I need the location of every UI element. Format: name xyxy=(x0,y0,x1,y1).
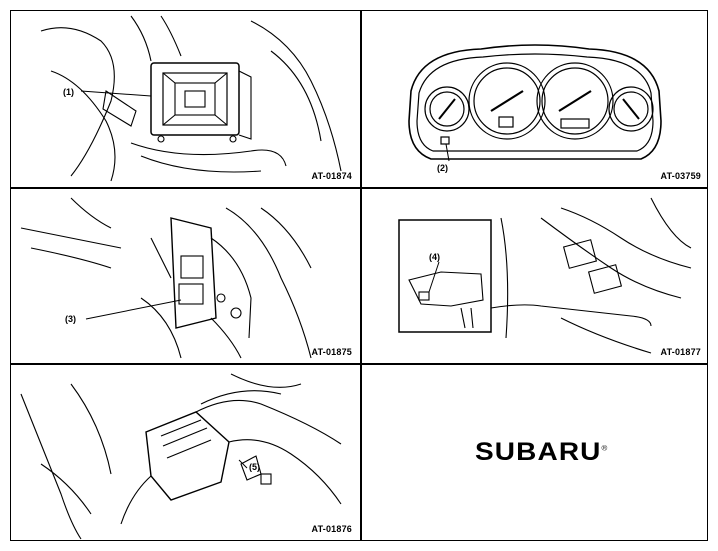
diagram-grid: (1) AT-01874 (2) AT-03759 xyxy=(10,10,708,541)
callout-5: (5) xyxy=(249,462,260,472)
callout-1: (1) xyxy=(63,87,74,97)
tcm-unit-illustration xyxy=(40,15,342,182)
subaru-logo: SUBARU® xyxy=(475,438,609,466)
panel-connector-3: (3) AT-01875 xyxy=(11,188,360,363)
figure-code-3: AT-01875 xyxy=(311,347,352,357)
module-5-illustration xyxy=(20,373,342,540)
figure-code-2: AT-03759 xyxy=(660,171,701,181)
panel-tcm-unit: (1) AT-01874 xyxy=(11,11,360,187)
figure-code-1: AT-01874 xyxy=(311,171,352,181)
callout-4: (4) xyxy=(429,252,440,262)
figure-code-4: AT-01877 xyxy=(660,347,701,357)
panel-connector-4: (4) AT-01877 xyxy=(361,188,709,363)
panel-instrument-cluster: (2) AT-03759 xyxy=(361,11,709,187)
grid-divider-row-2 xyxy=(11,363,707,365)
figure-code-5: AT-01876 xyxy=(311,524,352,534)
callout-2: (2) xyxy=(437,163,448,173)
panel-logo: SUBARU® xyxy=(361,364,709,540)
grid-divider-vertical xyxy=(360,11,362,540)
connector-4-illustration xyxy=(398,197,692,354)
panel-module-5: (5) AT-01876 xyxy=(11,364,360,540)
grid-divider-row-1 xyxy=(11,187,707,189)
connector-3-illustration xyxy=(20,197,312,359)
callout-3: (3) xyxy=(65,314,76,324)
instrument-cluster-illustration xyxy=(408,44,662,162)
